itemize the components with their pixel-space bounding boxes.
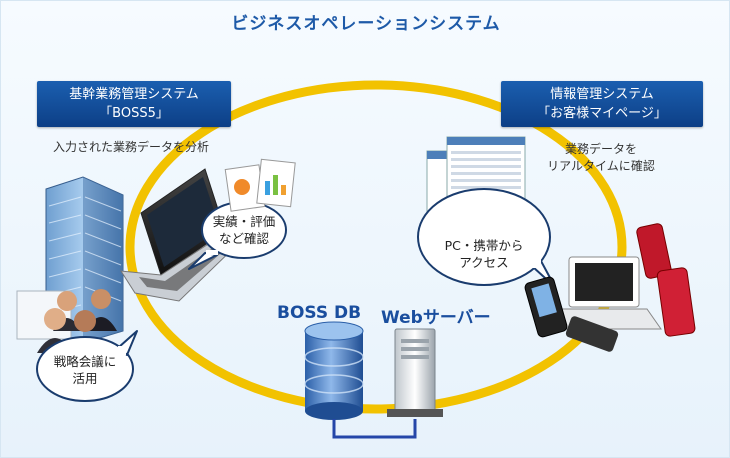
mypage-box-line1: 情報管理システム: [550, 87, 654, 102]
bubble-results-line1: 実績・評価: [212, 214, 276, 229]
speech-bubble-meeting: [36, 330, 138, 402]
database-icon: [304, 321, 364, 420]
right-note-line2: リアルタイムに確認: [547, 159, 655, 173]
report-documents-icon: [224, 158, 296, 212]
bubble-access-line1: PC・携帯から: [444, 238, 524, 253]
left-note: 入力された業務データを分析: [52, 140, 209, 154]
speech-bubble-results: [188, 201, 287, 270]
boss-db-label: BOSS DB: [277, 303, 362, 323]
speech-bubble-access: [417, 188, 556, 288]
boss5-box-line1: 基幹業務管理システム: [69, 87, 199, 102]
bubble-access-text: PC・携帯から アクセス: [429, 237, 539, 271]
bubble-access-line2: アクセス: [459, 255, 509, 270]
mypage-box-line2: 「お客様マイページ」: [537, 106, 667, 121]
page-title: ビジネスオペレーションシステム: [231, 14, 501, 34]
right-note: 業務データを リアルタイムに確認: [521, 141, 681, 175]
web-server-label: Webサーバー: [381, 308, 491, 328]
mypage-system-box: 情報管理システム 「お客様マイページ」: [501, 81, 703, 127]
bubble-meeting-line2: 活用: [72, 371, 98, 386]
system-ring: [125, 80, 627, 414]
bubble-results-text: 実績・評価 など確認: [202, 213, 286, 247]
mobile-devices-icon: [524, 223, 696, 352]
web-server-icon: [387, 328, 443, 417]
connection-cable: [332, 419, 417, 439]
boss5-box-line2: 「BOSS5」: [99, 106, 169, 121]
right-note-line1: 業務データを: [564, 142, 637, 156]
boss5-system-box: 基幹業務管理システム 「BOSS5」: [37, 81, 231, 127]
bubble-meeting-line1: 戦略会議に: [53, 354, 117, 369]
bubble-meeting-text: 戦略会議に 活用: [39, 353, 131, 387]
bubble-results-line2: など確認: [218, 231, 269, 246]
